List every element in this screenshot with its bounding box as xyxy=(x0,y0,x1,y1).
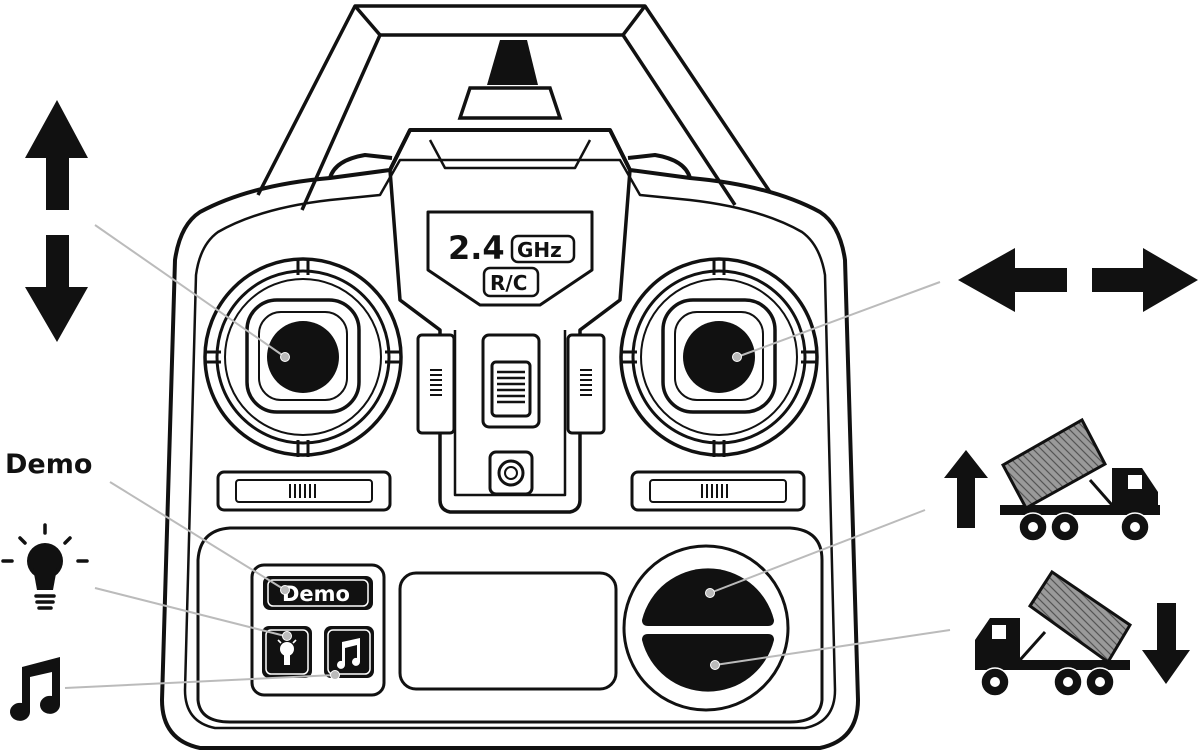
remote-body xyxy=(160,128,860,750)
rc-label: R/C xyxy=(490,271,527,295)
rc-box xyxy=(482,266,540,298)
freq-unit: GHz xyxy=(517,238,562,262)
freq-unit-box xyxy=(510,234,576,264)
dump-down-button[interactable] xyxy=(642,634,774,692)
left-right-arrows-icon xyxy=(958,248,1198,312)
light-button-bulb-icon xyxy=(277,636,297,665)
up-down-arrows-icon xyxy=(25,100,88,342)
power-switch[interactable] xyxy=(481,333,541,429)
right-vertical-trim[interactable] xyxy=(566,333,606,435)
demo-legend-label: Demo xyxy=(5,449,92,480)
dump-truck-lower-icon xyxy=(975,569,1190,697)
right-joystick[interactable] xyxy=(619,257,819,457)
lower-display-window xyxy=(398,571,618,691)
leader-dots xyxy=(280,352,742,680)
demo-button-label: Demo xyxy=(282,582,350,606)
dump-truck-raise-icon xyxy=(944,417,1160,542)
lower-panel xyxy=(196,526,824,724)
left-joystick[interactable] xyxy=(203,257,403,457)
light-bulb-icon xyxy=(1,523,89,610)
light-button[interactable] xyxy=(262,626,312,678)
power-led xyxy=(488,450,534,496)
dump-rocker-switch[interactable] xyxy=(622,544,790,712)
leader-lines xyxy=(64,224,951,689)
left-horizontal-trim[interactable] xyxy=(216,470,392,512)
left-vertical-trim[interactable] xyxy=(416,333,456,435)
antenna xyxy=(457,40,563,120)
demo-button[interactable]: Demo xyxy=(263,576,373,610)
music-note-icon xyxy=(10,657,61,721)
music-button[interactable] xyxy=(324,626,374,678)
freq-number: 2.4 xyxy=(448,229,505,267)
antenna-handle xyxy=(256,4,772,211)
right-horizontal-trim[interactable] xyxy=(630,470,806,512)
music-button-note-icon xyxy=(337,638,360,669)
